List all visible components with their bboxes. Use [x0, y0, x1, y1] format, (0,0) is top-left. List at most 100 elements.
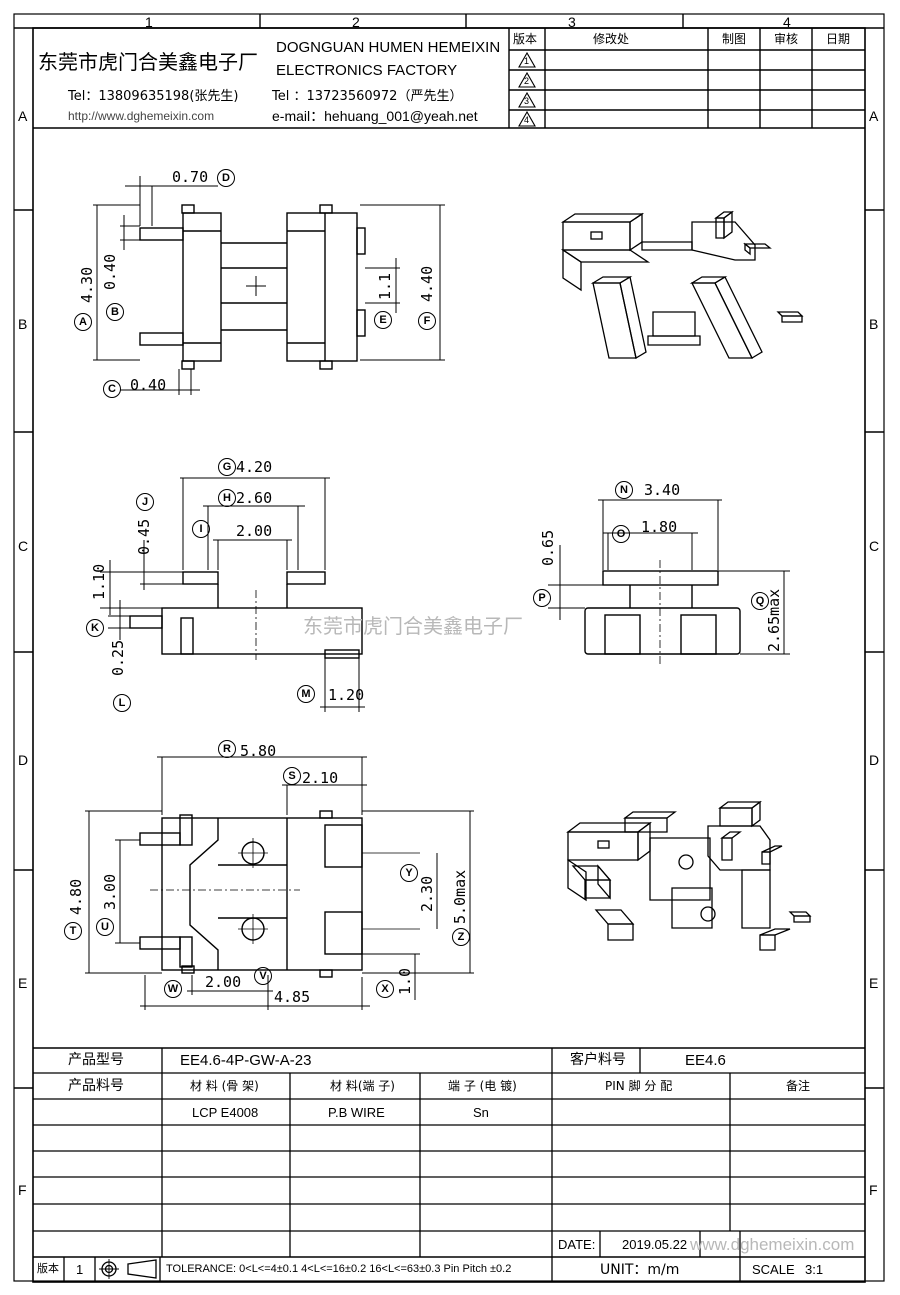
dim-l-value: 0.25	[109, 639, 127, 676]
label-w: W	[164, 980, 182, 998]
dim-q-value: 2.65max	[765, 588, 783, 652]
label-n: N	[615, 481, 633, 499]
dim-h-value: 2.60	[236, 489, 273, 507]
scale-label: SCALE	[752, 1262, 795, 1277]
label-g: G	[218, 458, 236, 476]
label-z: Z	[452, 928, 470, 946]
label-a: A	[74, 313, 92, 331]
bottom-view	[85, 756, 474, 1010]
col-remark: 备注	[786, 1079, 811, 1093]
dim-d-value: 0.70	[172, 168, 209, 186]
plating-value: Sn	[473, 1105, 489, 1120]
rev-col-date: 日期	[826, 32, 851, 46]
label-k: K	[86, 619, 104, 637]
rev-col-version: 版本	[513, 32, 538, 46]
dim-t-value: 4.80	[67, 878, 85, 915]
unit-text: UNIT：m/m	[600, 1262, 680, 1278]
label-x: X	[376, 980, 394, 998]
label-i: I	[192, 520, 210, 538]
dim-w-value: 4.85	[274, 988, 311, 1006]
customer-part-value: EE4.6	[685, 1052, 726, 1069]
dim-n-value: 3.40	[644, 481, 681, 499]
dim-x-value: 1.0	[396, 967, 414, 995]
dim-c-value: 0.40	[130, 376, 167, 394]
material-frame-value: LCP E4008	[192, 1105, 259, 1120]
zone-row-a-left: A	[18, 108, 28, 124]
rev-row-3: 3	[524, 96, 530, 106]
dim-e-value: 1.1	[376, 272, 394, 300]
company-name-cn: 东莞市虎门合美鑫电子厂	[38, 50, 258, 74]
version-label: 版本	[37, 1262, 59, 1275]
company-name-en-1: DOGNGUAN HUMEN HEMEIXIN	[276, 39, 501, 56]
zone-row-a-right: A	[869, 108, 879, 124]
rev-row-4: 4	[524, 115, 530, 125]
dim-z-value: 5.0max	[451, 869, 469, 924]
dim-v-value: 2.00	[205, 973, 242, 991]
company-website[interactable]: http://www.dghemeixin.com	[68, 109, 215, 123]
rev-row-1: 1	[524, 56, 530, 66]
zone-row-f-right: F	[869, 1182, 878, 1198]
rev-col-drawn: 制图	[722, 32, 747, 46]
date-label: DATE:	[558, 1237, 596, 1252]
col-material-frame: 材 料 (骨 架)	[190, 1079, 259, 1093]
col-pin-assign: PIN 脚 分 配	[605, 1079, 673, 1093]
zone-row-d-left: D	[18, 752, 29, 768]
dim-j-value: 0.45	[135, 518, 153, 555]
label-l: L	[113, 694, 131, 712]
zone-row-f-left: F	[18, 1182, 27, 1198]
col-plating: 端 子 (电 镀)	[448, 1079, 517, 1093]
label-e: E	[374, 311, 392, 329]
zone-row-b-right: B	[869, 316, 879, 332]
dim-y-value: 2.30	[418, 875, 436, 912]
zone-col-1: 1	[145, 14, 153, 30]
dim-i-value: 2.00	[236, 522, 273, 540]
label-b: B	[106, 303, 124, 321]
zone-col-4: 4	[783, 14, 791, 30]
contact-email[interactable]: e-mail：hehuang_001@yeah.net	[272, 108, 478, 124]
contact-phone-1: Tel：13809635198(张先生)	[68, 89, 239, 104]
company-name-en-2: ELECTRONICS FACTORY	[276, 62, 458, 79]
isometric-view-bottom	[566, 800, 812, 951]
zone-row-d-right: D	[869, 752, 880, 768]
watermark-corner: www.dghemeixin.com	[690, 1235, 855, 1254]
dim-o-value: 1.80	[641, 518, 678, 536]
top-view	[93, 176, 445, 395]
label-f: F	[418, 312, 436, 330]
product-model-value: EE4.6-4P-GW-A-23	[180, 1052, 312, 1069]
rev-col-checked: 审核	[774, 32, 799, 46]
title-block	[33, 1047, 865, 1282]
watermark-center: 东莞市虎门合美鑫电子厂	[303, 614, 523, 638]
customer-part-label: 客户料号	[570, 1052, 626, 1068]
zone-row-b-left: B	[18, 316, 28, 332]
rev-row-2: 2	[524, 76, 530, 86]
contact-phone-2: Tel ：13723560972（严先生）	[272, 89, 463, 104]
zone-col-3: 3	[568, 14, 576, 30]
dim-f-value: 4.40	[418, 265, 436, 302]
label-r: R	[218, 740, 236, 758]
label-h: H	[218, 489, 236, 507]
tolerance-text: TOLERANCE: 0<L<=4±0.1 4<L<=16±0.2 16<L<=…	[166, 1263, 512, 1275]
label-o: O	[612, 525, 630, 543]
dim-s-value: 2.10	[302, 769, 339, 787]
label-c: C	[103, 380, 121, 398]
sheet-frame	[13, 13, 885, 1283]
label-y: Y	[400, 864, 418, 882]
rev-col-change: 修改处	[593, 32, 630, 46]
label-j: J	[136, 493, 154, 511]
label-v: V	[254, 967, 272, 985]
header-block	[33, 28, 865, 129]
isometric-view-top	[560, 210, 804, 360]
zone-row-e-left: E	[18, 975, 28, 991]
label-m: M	[297, 685, 315, 703]
version-value: 1	[76, 1262, 84, 1277]
dim-m-value: 1.20	[328, 686, 365, 704]
label-p: P	[533, 589, 551, 607]
dim-k-value: 1.10	[90, 563, 108, 600]
zone-row-c-left: C	[18, 538, 29, 554]
end-view	[548, 499, 790, 665]
dim-u-value: 3.00	[101, 873, 119, 910]
label-d: D	[217, 169, 235, 187]
scale-value: 3:1	[805, 1262, 824, 1277]
dim-p-value: 0.65	[539, 529, 557, 566]
